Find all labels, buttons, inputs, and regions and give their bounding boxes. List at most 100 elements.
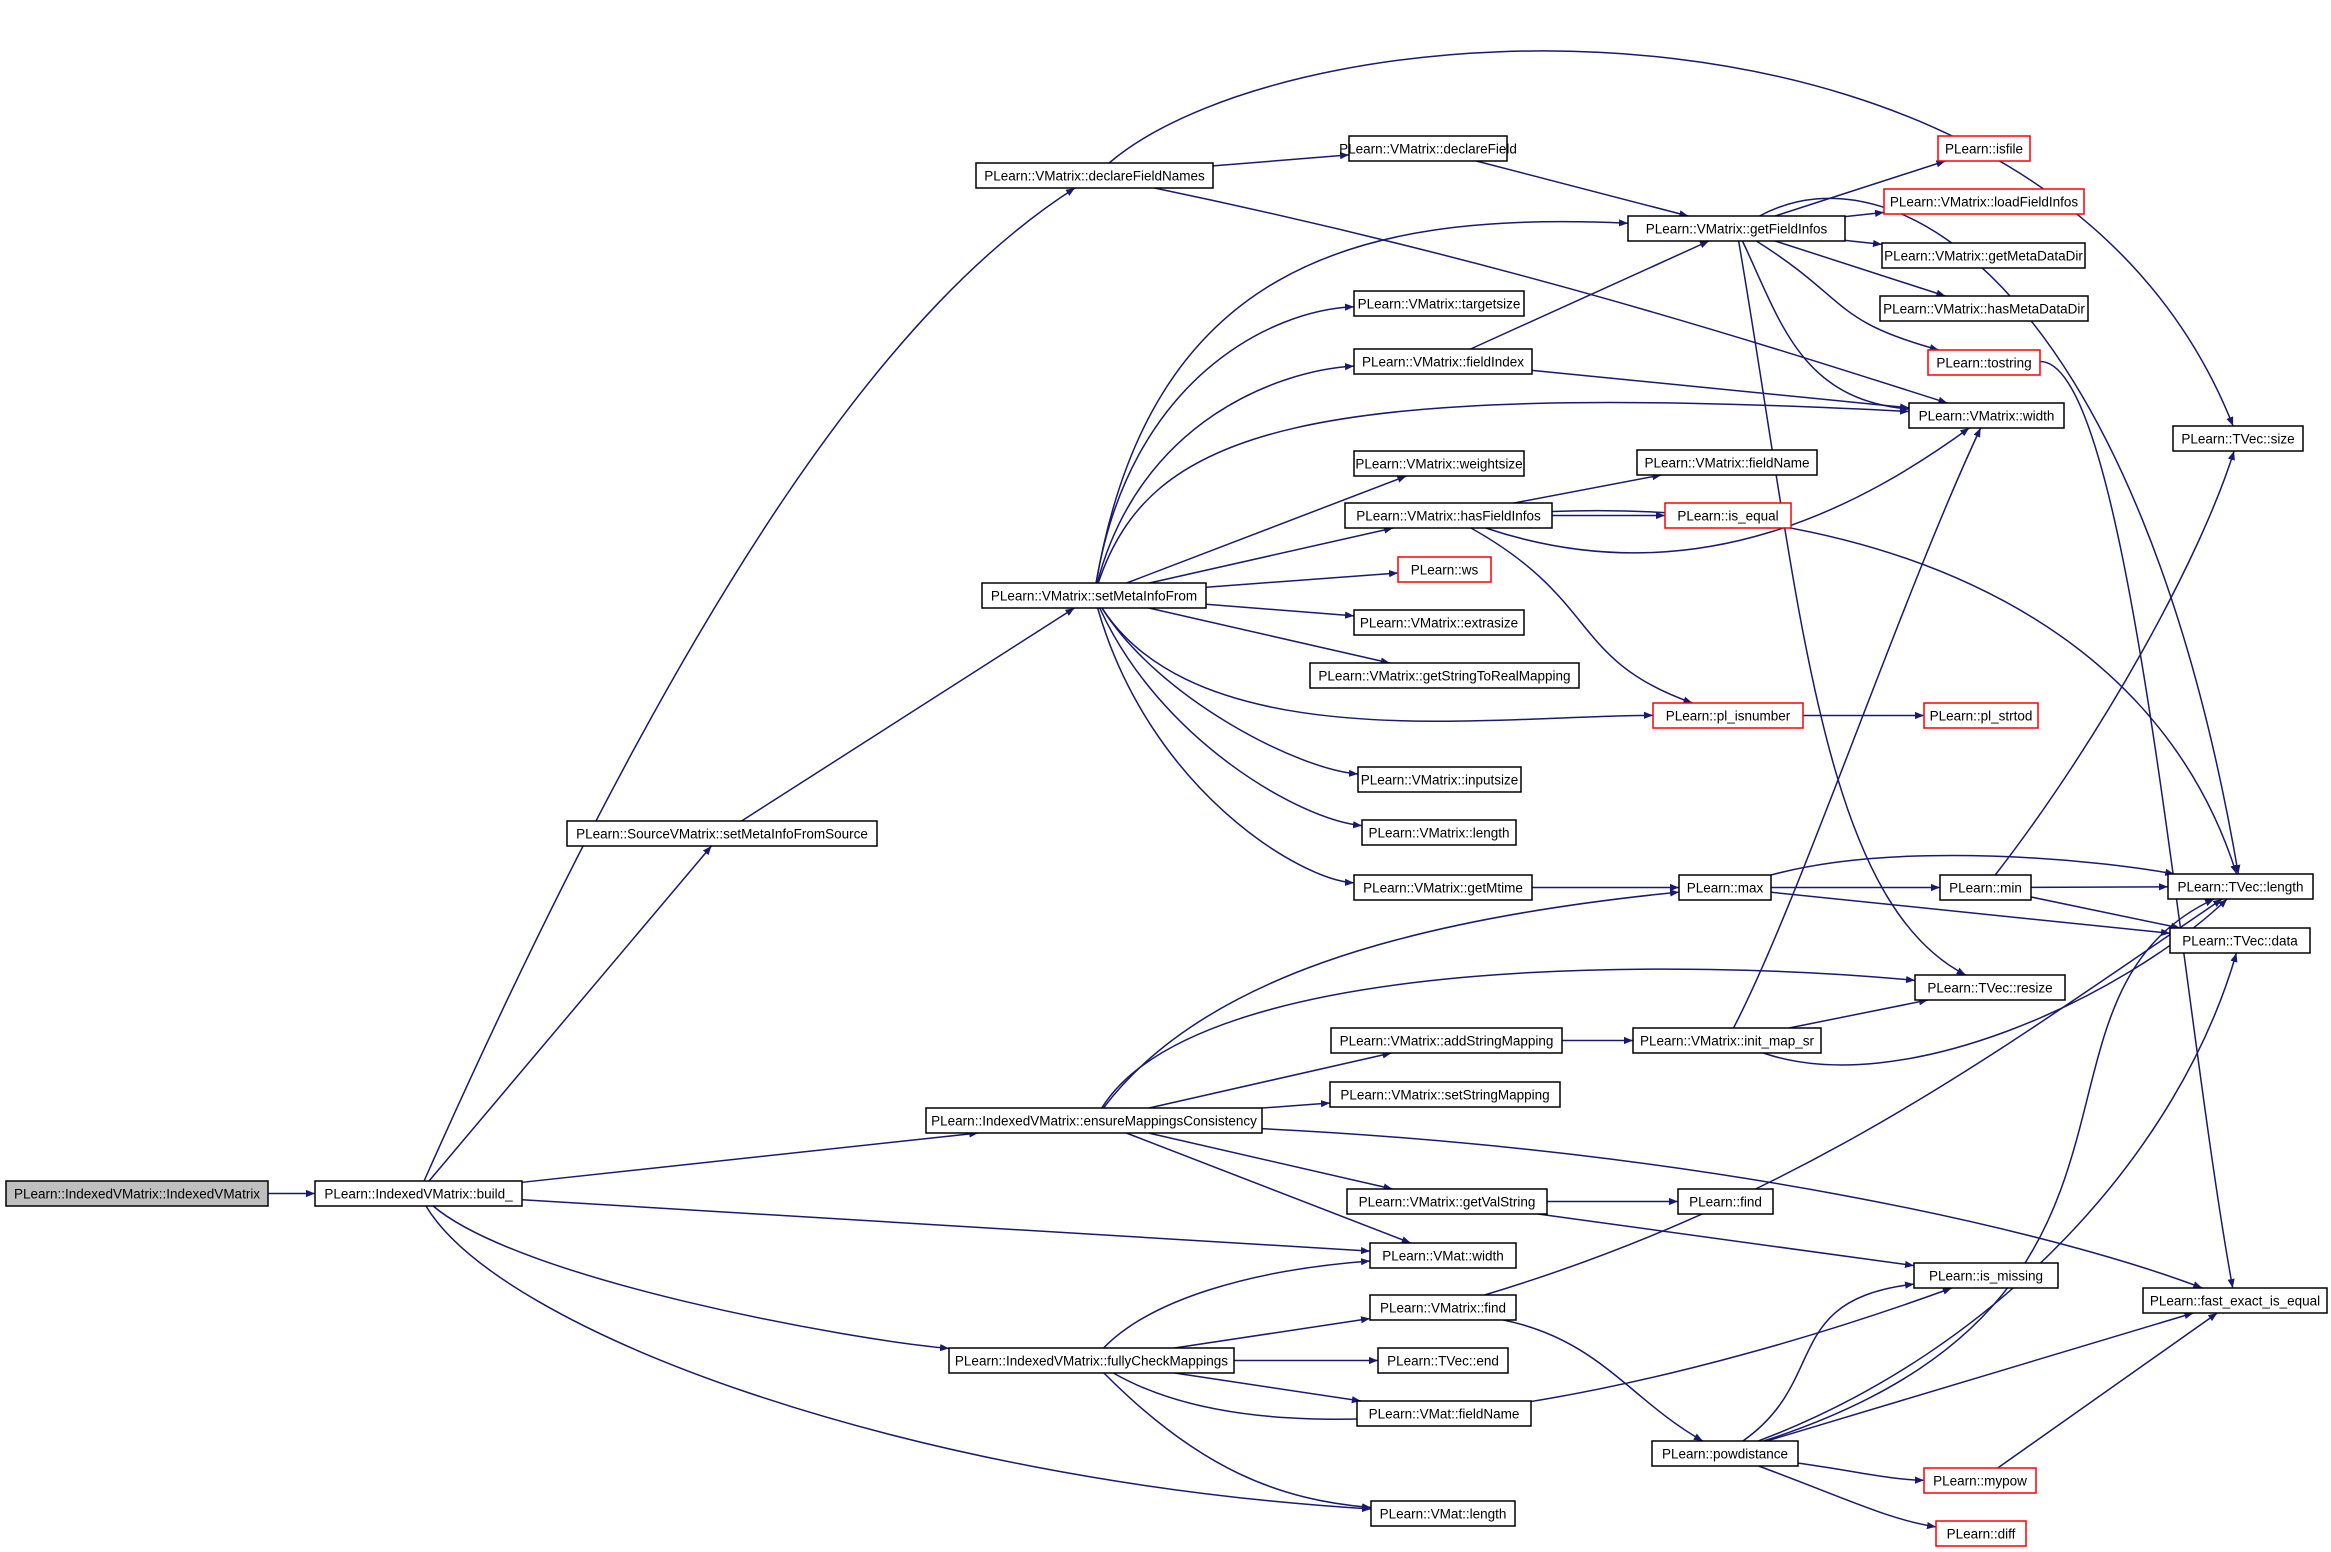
node-get-meta-data-dir[interactable]: PLearn::VMatrix::getMetaDataDir [1881, 242, 2086, 269]
node-tvec-resize[interactable]: PLearn::TVec::resize [1914, 974, 2066, 1001]
node-has-field-infos[interactable]: PLearn::VMatrix::hasFieldInfos [1344, 502, 1553, 529]
node-box[interactable] [981, 582, 1207, 609]
node-powdistance[interactable]: PLearn::powdistance [1651, 1440, 1799, 1467]
node-weightsize[interactable]: PLearn::VMatrix::weightsize [1353, 450, 1525, 477]
node-tostring[interactable]: PLearn::tostring [1927, 349, 2041, 376]
node-box[interactable] [1329, 1081, 1561, 1108]
node-box[interactable] [1677, 1188, 1774, 1215]
node-box[interactable] [1330, 1027, 1563, 1054]
node-box[interactable] [1914, 974, 2066, 1001]
node-box[interactable] [1348, 135, 1508, 162]
node-vm-width[interactable]: PLearn::VMatrix::width [1908, 402, 2065, 429]
node-box[interactable] [314, 1180, 523, 1207]
node-box[interactable] [1309, 662, 1580, 689]
node-fast-exact[interactable]: PLearn::fast_exact_is_equal [2142, 1287, 2328, 1314]
node-max[interactable]: PLearn::max [1678, 874, 1772, 901]
node-box[interactable] [1908, 402, 2065, 429]
node-box[interactable] [1346, 1188, 1548, 1215]
node-vmat-width[interactable]: PLearn::VMat::width [1369, 1242, 1517, 1269]
node-is-equal[interactable]: PLearn::is_equal [1664, 502, 1792, 529]
node-set-string-mapping[interactable]: PLearn::VMatrix::setStringMapping [1329, 1081, 1561, 1108]
node-field-index[interactable]: PLearn::VMatrix::fieldIndex [1353, 348, 1533, 375]
node-box[interactable] [5, 1180, 269, 1207]
node-get-val-string[interactable]: PLearn::VMatrix::getValString [1346, 1188, 1548, 1215]
node-isfile[interactable]: PLearn::isfile [1937, 135, 2031, 162]
node-vmat-field-name[interactable]: PLearn::VMat::fieldName [1356, 1400, 1532, 1427]
node-box[interactable] [1937, 135, 2031, 162]
node-min[interactable]: PLearn::min [1939, 874, 2032, 901]
node-diff[interactable]: PLearn::diff [1935, 1520, 2027, 1547]
node-pl-strtod[interactable]: PLearn::pl_strtod [1923, 702, 2039, 729]
node-box[interactable] [1353, 290, 1525, 317]
node-box[interactable] [1353, 450, 1525, 477]
node-box[interactable] [1353, 609, 1525, 636]
node-box[interactable] [1652, 702, 1804, 729]
node-box[interactable] [1927, 349, 2041, 376]
node-vmat-length[interactable]: PLearn::VMat::length [1370, 1500, 1516, 1527]
node-box[interactable] [1636, 449, 1818, 476]
node-box[interactable] [1357, 766, 1522, 793]
node-box[interactable] [1923, 702, 2039, 729]
node-box[interactable] [1369, 1242, 1517, 1269]
node-fully-check[interactable]: PLearn::IndexedVMatrix::fullyCheckMappin… [948, 1347, 1235, 1374]
node-box[interactable] [1353, 874, 1533, 901]
node-get-mtime[interactable]: PLearn::VMatrix::getMtime [1353, 874, 1533, 901]
node-box[interactable] [1651, 1440, 1799, 1467]
node-box[interactable] [1678, 874, 1772, 901]
node-box[interactable] [1939, 874, 2032, 901]
node-box[interactable] [1397, 556, 1492, 583]
node-box[interactable] [1361, 819, 1517, 846]
node-box[interactable] [1632, 1027, 1822, 1054]
node-box[interactable] [2167, 873, 2314, 900]
node-set-meta-info-from-source[interactable]: PLearn::SourceVMatrix::setMetaInfoFromSo… [566, 820, 878, 847]
node-box[interactable] [1935, 1520, 2027, 1547]
node-tvec-data[interactable]: PLearn::TVec::data [2169, 927, 2311, 954]
node-box[interactable] [2169, 927, 2311, 954]
node-inputsize[interactable]: PLearn::VMatrix::inputsize [1357, 766, 1522, 793]
node-box[interactable] [566, 820, 878, 847]
node-is-missing[interactable]: PLearn::is_missing [1913, 1262, 2059, 1289]
node-box[interactable] [948, 1347, 1235, 1374]
node-get-field-infos[interactable]: PLearn::VMatrix::getFieldInfos [1627, 215, 1846, 242]
node-build[interactable]: PLearn::IndexedVMatrix::build_ [314, 1180, 523, 1207]
node-box[interactable] [1377, 1347, 1509, 1374]
node-box[interactable] [1344, 502, 1553, 529]
node-box[interactable] [975, 162, 1214, 189]
node-root[interactable]: PLearn::IndexedVMatrix::IndexedVMatrix [5, 1180, 269, 1207]
node-find[interactable]: PLearn::find [1677, 1188, 1774, 1215]
node-field-name[interactable]: PLearn::VMatrix::fieldName [1636, 449, 1818, 476]
node-mypow[interactable]: PLearn::mypow [1923, 1467, 2037, 1494]
node-box[interactable] [1664, 502, 1792, 529]
node-decl-field-names[interactable]: PLearn::VMatrix::declareFieldNames [975, 162, 1214, 189]
node-ensure-mappings[interactable]: PLearn::IndexedVMatrix::ensureMappingsCo… [925, 1107, 1263, 1134]
node-get-str-to-real[interactable]: PLearn::VMatrix::getStringToRealMapping [1309, 662, 1580, 689]
node-box[interactable] [2142, 1287, 2328, 1314]
node-decl-field[interactable]: PLearn::VMatrix::declareField [1339, 135, 1517, 162]
node-tvec-end[interactable]: PLearn::TVec::end [1377, 1347, 1509, 1374]
node-box[interactable] [1923, 1467, 2037, 1494]
node-box[interactable] [1370, 1500, 1516, 1527]
node-init-map-sr[interactable]: PLearn::VMatrix::init_map_sr [1632, 1027, 1822, 1054]
node-tvec-size[interactable]: PLearn::TVec::size [2172, 425, 2304, 452]
node-tvec-length[interactable]: PLearn::TVec::length [2167, 873, 2314, 900]
node-set-meta-info-from[interactable]: PLearn::VMatrix::setMetaInfoFrom [981, 582, 1207, 609]
node-extrasize[interactable]: PLearn::VMatrix::extrasize [1353, 609, 1525, 636]
node-box[interactable] [1369, 1294, 1517, 1321]
node-targetsize[interactable]: PLearn::VMatrix::targetsize [1353, 290, 1525, 317]
node-box[interactable] [1353, 348, 1533, 375]
node-add-string-mapping[interactable]: PLearn::VMatrix::addStringMapping [1330, 1027, 1563, 1054]
node-box[interactable] [1913, 1262, 2059, 1289]
node-box[interactable] [1879, 295, 2089, 322]
node-ws[interactable]: PLearn::ws [1397, 556, 1492, 583]
node-has-meta-data-dir[interactable]: PLearn::VMatrix::hasMetaDataDir [1879, 295, 2089, 322]
node-box[interactable] [1627, 215, 1846, 242]
node-pl-isnumber[interactable]: PLearn::pl_isnumber [1652, 702, 1804, 729]
node-box[interactable] [2172, 425, 2304, 452]
node-vm-length[interactable]: PLearn::VMatrix::length [1361, 819, 1517, 846]
node-load-field-infos[interactable]: PLearn::VMatrix::loadFieldInfos [1883, 188, 2085, 215]
node-box[interactable] [1356, 1400, 1532, 1427]
node-box[interactable] [925, 1107, 1263, 1134]
node-box[interactable] [1881, 242, 2086, 269]
node-vm-find[interactable]: PLearn::VMatrix::find [1369, 1294, 1517, 1321]
node-box[interactable] [1883, 188, 2085, 215]
